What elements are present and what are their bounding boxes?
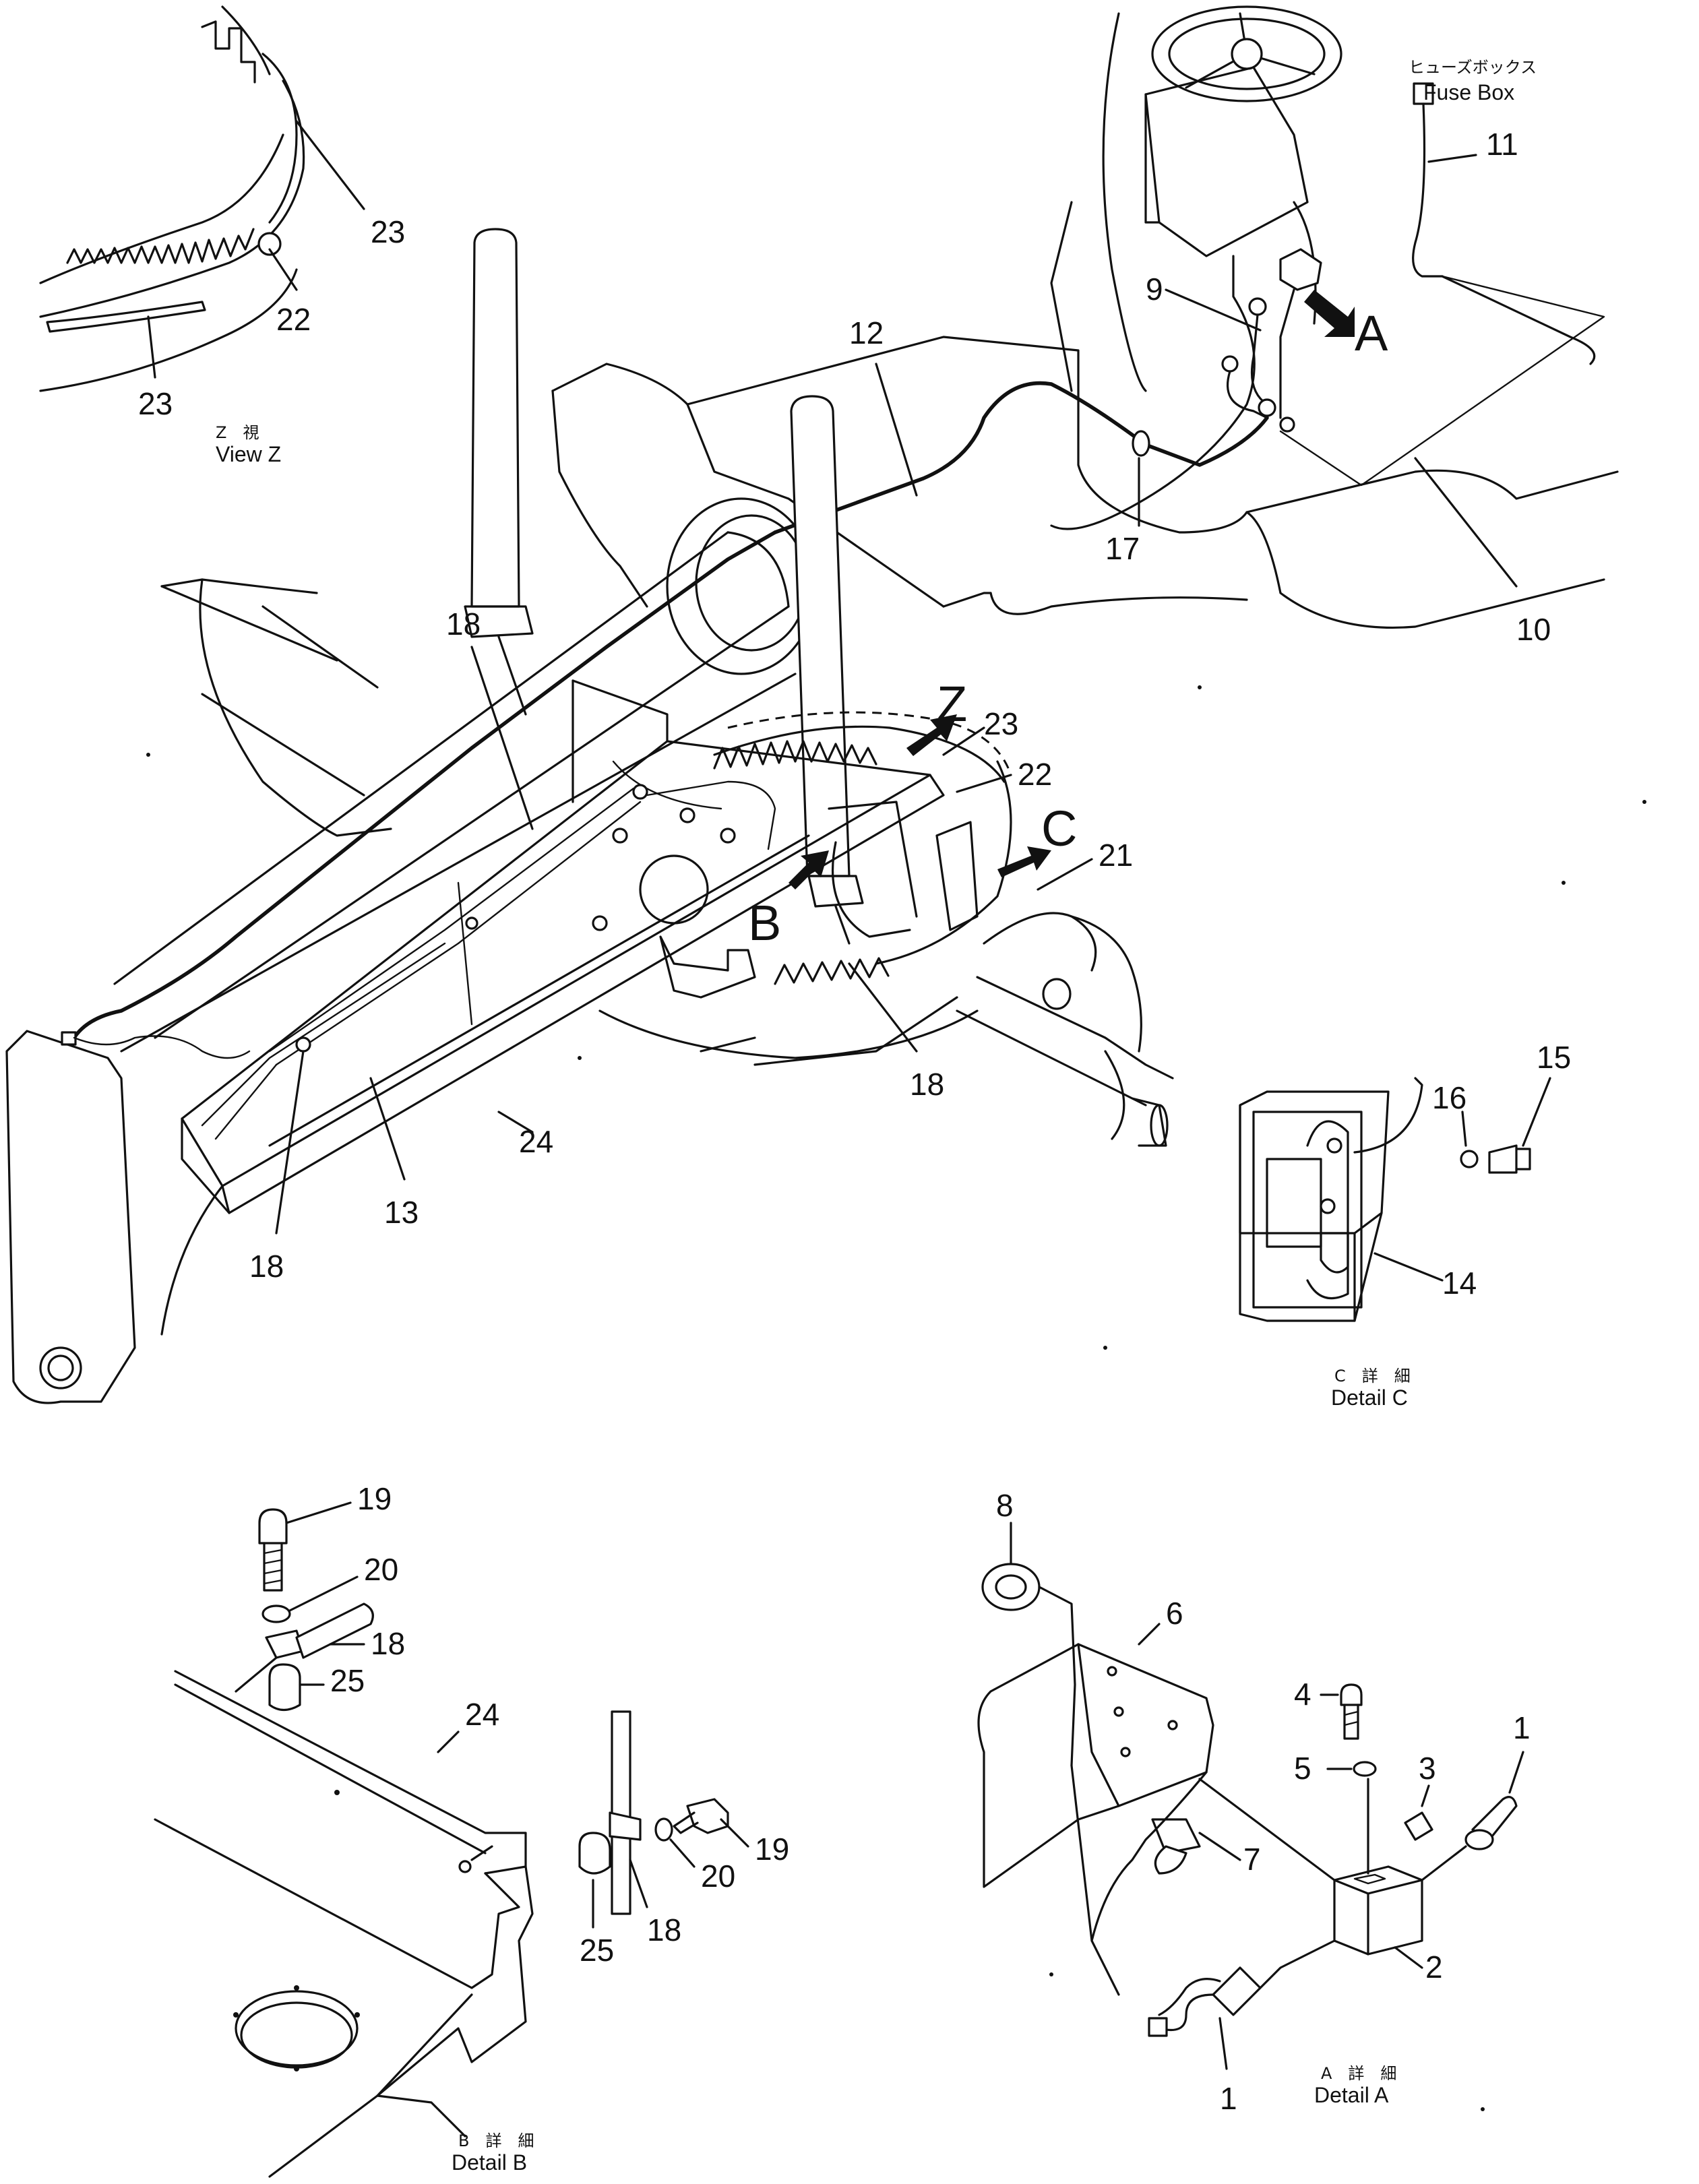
callout-18: 18 [446, 606, 481, 642]
fuse-box-label-jp: ヒューズボックス [1409, 58, 1537, 77]
callout-16: 16 [1432, 1080, 1466, 1115]
callout-24: 24 [519, 1124, 553, 1159]
callout-25: 25 [580, 1933, 614, 1968]
callout-1: 1 [1220, 2081, 1237, 2116]
callout-12: 12 [849, 315, 884, 350]
detail-b-label-jp: B 詳 細 [458, 2131, 534, 2150]
callout-11: 11 [1486, 127, 1518, 162]
callout-24: 24 [465, 1697, 499, 1732]
callout-9: 9 [1146, 272, 1163, 307]
arrow-b-label: B [748, 895, 781, 951]
callout-6: 6 [1166, 1596, 1183, 1631]
view-z-label: View Z [216, 442, 281, 466]
callout-2: 2 [1425, 1949, 1443, 1985]
detail-c: 16 15 14 C 詳 細 Detail C [1239, 1040, 1571, 1410]
callout-3: 3 [1419, 1751, 1436, 1786]
scan-specks [146, 685, 1646, 2111]
callout-23: 23 [371, 214, 405, 249]
callout-21: 21 [1099, 838, 1133, 873]
callout-13: 13 [384, 1195, 419, 1230]
callout-19: 19 [357, 1481, 392, 1516]
callout-25: 25 [330, 1663, 365, 1698]
callout-19: 19 [755, 1832, 789, 1867]
fuse-box: ヒューズボックス Fuse Box 11 [1409, 58, 1596, 365]
callout-22: 22 [276, 302, 311, 337]
callout-18: 18 [910, 1067, 944, 1102]
detail-b-label: Detail B [452, 2150, 527, 2175]
view-z-inset: 23 22 23 Z 視 View Z [39, 5, 405, 466]
wire-harness-10: 10 [1279, 275, 1605, 647]
detail-a-label-jp: A 詳 細 [1321, 2064, 1396, 2083]
callout-7: 7 [1243, 1842, 1261, 1877]
wire-harness-13 [61, 530, 777, 1140]
callout-23: 23 [138, 386, 173, 421]
arrow-c-label: C [1041, 801, 1077, 856]
callout-15: 15 [1537, 1040, 1571, 1075]
wire-harness-12: 17 12 [773, 315, 1269, 566]
detail-c-label: Detail C [1331, 1385, 1408, 1410]
detail-a: 8 6 7 2 4 5 [977, 1488, 1531, 2116]
callout-1: 1 [1513, 1710, 1531, 1745]
arrow-a-label: A [1355, 305, 1388, 361]
callout-4: 4 [1294, 1677, 1311, 1712]
main-callouts: 18 18 18 13 24 23 22 21 Z C B [249, 606, 1133, 1284]
callout-20: 20 [364, 1552, 398, 1587]
callout-23: 23 [984, 706, 1018, 741]
callout-22: 22 [1018, 757, 1052, 792]
callout-20: 20 [701, 1859, 735, 1894]
switch-assembly: 9 A [1146, 248, 1388, 433]
callout-8: 8 [996, 1488, 1014, 1523]
arrow-z-label: Z [937, 676, 967, 732]
detail-a-label: Detail A [1314, 2083, 1389, 2107]
detail-b: 19 20 18 25 24 25 18 20 19 B 詳 細 Detail [154, 1481, 789, 2178]
callout-18: 18 [647, 1912, 681, 1947]
callout-5: 5 [1294, 1751, 1311, 1786]
callout-10: 10 [1516, 612, 1551, 647]
main-frame [5, 228, 1619, 1404]
view-z-label-jp: Z 視 [216, 423, 259, 442]
callout-18: 18 [371, 1626, 405, 1661]
detail-c-label-jp: C 詳 細 [1334, 1367, 1411, 1385]
callout-18: 18 [249, 1249, 284, 1284]
callout-17: 17 [1105, 531, 1140, 566]
fuse-box-label: Fuse Box [1423, 80, 1514, 104]
callout-14: 14 [1442, 1266, 1477, 1301]
